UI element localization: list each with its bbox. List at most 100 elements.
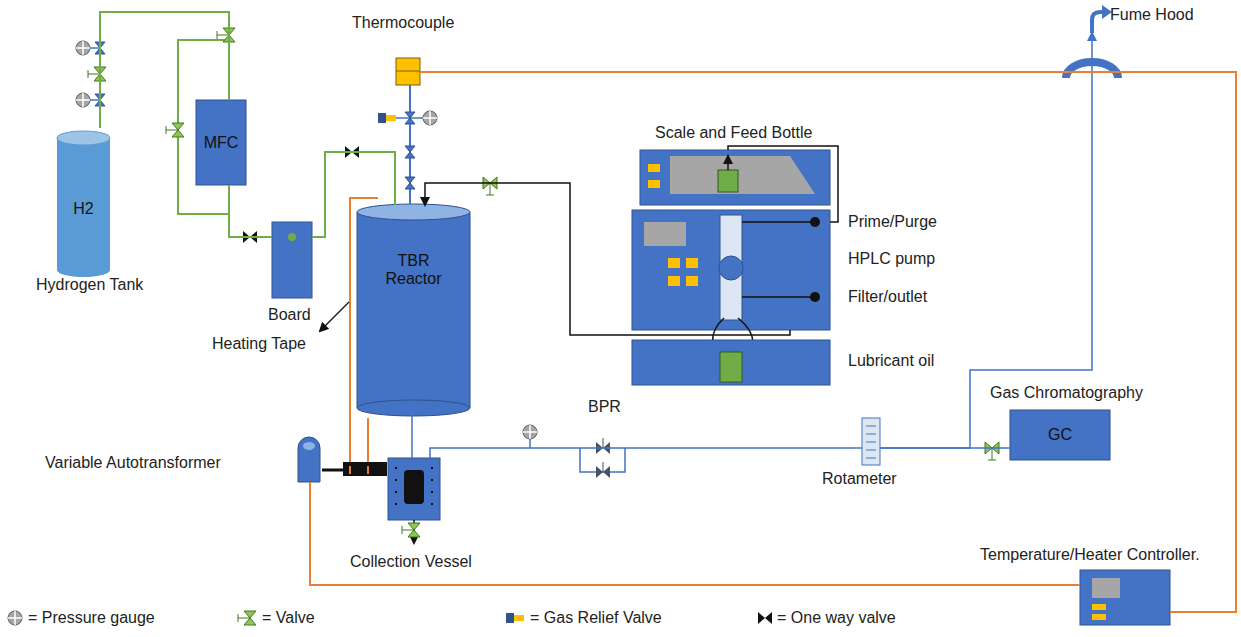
reactor-bottom — [357, 400, 470, 416]
node-text: Filter/outlet — [848, 288, 927, 306]
scale-button — [648, 180, 660, 188]
gc-node: Gas ChromatographyGC — [1010, 410, 1110, 460]
autotransformer-knob — [303, 442, 315, 450]
node-text: Gas Chromatography — [990, 384, 1143, 402]
fume-hood-node: Fume Hood — [1080, 5, 1220, 33]
pipe-connector — [430, 448, 862, 458]
mfc-node: MFC — [196, 100, 246, 185]
pipe-connector — [411, 415, 413, 458]
legend-text: = One way valve — [777, 609, 896, 627]
valve-symbol — [217, 28, 235, 42]
node-text: MFC — [196, 134, 246, 152]
feed-arrow — [727, 156, 729, 170]
pressure-gauge — [523, 425, 537, 439]
reactor-body — [357, 212, 470, 408]
pipe-connector — [229, 185, 272, 237]
node-text: TBR Reactor — [372, 252, 455, 288]
legend-text: = Gas Relief Valve — [530, 609, 662, 627]
scale-button — [648, 164, 660, 172]
node-text: Collection Vessel — [350, 553, 472, 571]
tank-bottom — [57, 263, 110, 277]
pump-body — [632, 210, 830, 330]
rotameter-node: Rotameter — [862, 418, 880, 465]
pump-node: Prime/PurgeHPLC pumpFilter/outlet — [632, 210, 830, 330]
pipe-connector — [312, 152, 395, 237]
node-text: Prime/Purge — [848, 213, 937, 231]
heating-wire — [322, 469, 343, 472]
gc-box — [1010, 410, 1110, 460]
terminal-mark — [350, 466, 368, 474]
reactor-top — [357, 204, 470, 220]
node-text: Variable Autotransformer — [45, 454, 221, 472]
vessel-node: Collection Vessel — [388, 458, 440, 520]
pipe-connector — [100, 12, 229, 128]
node-text: Rotameter — [822, 470, 897, 488]
pipe-connector — [425, 183, 790, 335]
thermocouple-symbol — [396, 58, 420, 85]
legend-text: = Valve — [262, 609, 315, 627]
feed-bottle — [718, 170, 738, 192]
oil-bottle — [720, 352, 742, 382]
part-label: BPR — [588, 398, 621, 416]
pump-port-line — [742, 222, 815, 297]
autotransformer-symbol — [298, 437, 320, 482]
lubricant-node: Lubricant oil — [632, 340, 830, 385]
pressure-gauge — [423, 111, 437, 125]
node-text: HPLC pump — [848, 250, 935, 268]
mfc-box — [196, 100, 246, 185]
thermocouple-line — [396, 71, 420, 72]
rotameter-tube — [862, 418, 880, 465]
bpr-valve — [596, 438, 610, 454]
outlet-port — [810, 292, 820, 302]
pressure-gauge — [76, 41, 90, 55]
valve-symbol — [405, 146, 415, 158]
controller-box — [1080, 570, 1170, 625]
node-text: Hydrogen Tank — [36, 276, 143, 294]
node-text: H2 — [57, 200, 110, 218]
scale-node: Scale and Feed Bottle — [640, 150, 830, 205]
pipe-connector — [728, 146, 838, 222]
side-label: Heating Tape — [212, 335, 306, 353]
legend-sample — [758, 612, 772, 624]
autotransformer-node: Variable Autotransformer — [298, 436, 322, 482]
prime-port — [810, 217, 820, 227]
scale-body — [640, 150, 830, 205]
thermocouple-node: Thermocouple — [396, 58, 420, 85]
heating-tape — [350, 198, 378, 466]
pressure-gauge — [76, 93, 90, 107]
bpr-valve — [596, 462, 610, 478]
pipe-connector — [420, 72, 1236, 612]
reactor-node: TBR Reactor — [357, 205, 470, 415]
node-text: Temperature/Heater Controller. — [980, 546, 1200, 564]
valve-symbol — [985, 442, 999, 460]
valve-symbol — [166, 123, 184, 137]
node-text: Thermocouple — [352, 14, 454, 32]
legend-sample — [238, 611, 256, 625]
pipe-connector — [310, 482, 1080, 585]
vessel-dots — [395, 468, 433, 504]
legend-sample — [506, 613, 524, 623]
terminal-block — [343, 462, 387, 476]
node-text: GC — [1010, 426, 1110, 444]
tank-body — [57, 138, 110, 270]
pump-display — [644, 222, 686, 246]
valve-symbol — [405, 112, 415, 124]
valve-symbol — [405, 177, 415, 189]
node-text: Lubricant oil — [848, 352, 934, 370]
board-box — [272, 222, 312, 298]
gas-relief-valve — [378, 113, 396, 123]
controller-node: Temperature/Heater Controller. — [1080, 570, 1170, 625]
leader-line — [320, 302, 349, 331]
legend-sample — [8, 611, 22, 625]
tank-top — [57, 131, 110, 145]
pump-head — [720, 215, 742, 320]
legend-text: = Pressure gauge — [28, 609, 155, 627]
reactor-side — [357, 212, 470, 408]
valve-symbol — [483, 177, 497, 195]
valve-symbol — [88, 67, 106, 81]
gauge-stem — [529, 439, 531, 448]
tank-node: H2Hydrogen Tank — [30, 128, 170, 298]
